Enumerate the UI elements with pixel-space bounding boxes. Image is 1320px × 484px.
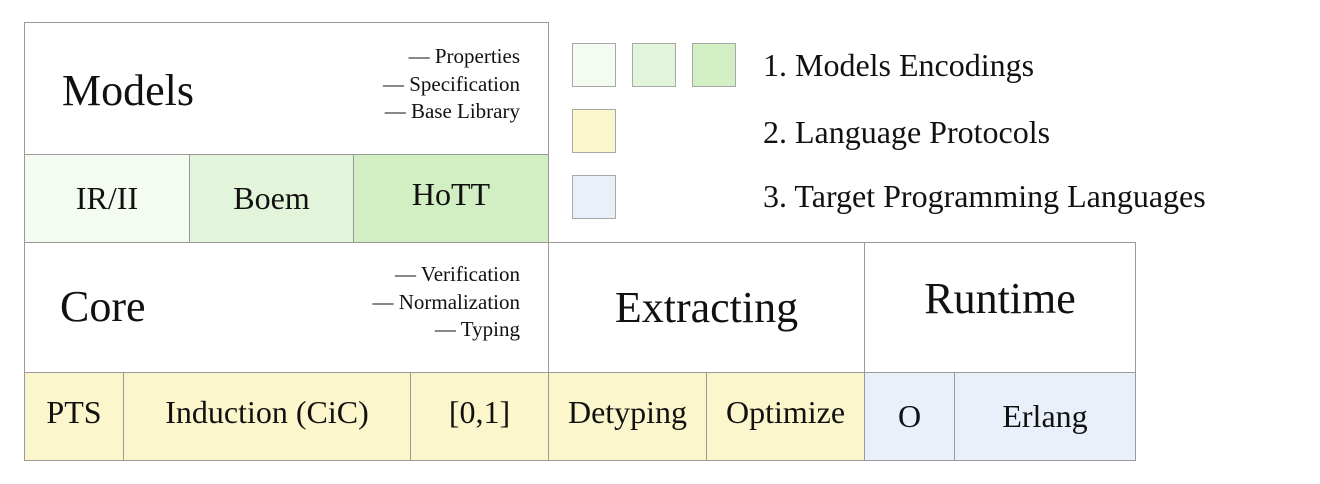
models-note-properties: — Properties [408, 44, 520, 68]
legend-label-language-protocols: 2. Language Protocols [763, 114, 1051, 150]
legend-swatch-models-mid [632, 43, 676, 87]
models-cell-boem-label: Boem [233, 180, 310, 216]
models-header: Models — Properties — Specification — Ba… [24, 22, 549, 155]
legend-label-target-languages: 3. Target Programming Languages [763, 178, 1206, 214]
models-cell-irii-label: IR/II [75, 180, 139, 216]
extracting-cell-optimize: Optimize [706, 372, 865, 461]
core-notes: — Verification — Normalization — Typing [372, 261, 520, 344]
extracting-cell-detyping: Detyping [548, 372, 707, 461]
extracting-title: Extracting [614, 283, 799, 332]
core-cell-pts: PTS [24, 372, 124, 461]
models-note-base-library: — Base Library [384, 99, 520, 123]
runtime-header: Runtime [864, 242, 1136, 373]
legend-swatch-models-dark [692, 43, 736, 87]
legend-swatch-models-light [572, 43, 616, 87]
runtime-cell-o-label: O [897, 398, 922, 434]
core-note-typing: — Typing [434, 317, 520, 341]
models-title: Models [62, 66, 194, 115]
models-note-specification: — Specification [382, 71, 520, 96]
models-cell-hott-label: HoTT [411, 176, 491, 212]
core-cell-induction-label: Induction (CiC) [165, 394, 369, 430]
runtime-title: Runtime [924, 274, 1076, 323]
core-note-normalization: — Normalization [372, 289, 520, 314]
runtime-cell-erlang-label: Erlang [1002, 398, 1088, 434]
models-notes: — Properties — Specification — Base Libr… [383, 43, 520, 126]
core-header: Core — Verification — Normalization — Ty… [24, 242, 549, 373]
core-title: Core [60, 282, 146, 331]
legend-label-models-encodings: 1. Models Encodings [763, 47, 1035, 83]
legend-swatch-target-languages [572, 175, 616, 219]
extracting-header: Extracting [548, 242, 865, 373]
models-cell-boem: Boem [189, 154, 354, 243]
models-cell-hott: HoTT [353, 154, 549, 243]
models-cell-irii: IR/II [24, 154, 190, 243]
core-cell-pts-label: PTS [46, 394, 102, 430]
legend-swatch-language-protocols [572, 109, 616, 153]
extracting-cell-optimize-label: Optimize [725, 394, 846, 430]
extracting-cell-detyping-label: Detyping [567, 394, 688, 430]
core-cell-unit-interval: [0,1] [410, 372, 549, 461]
core-note-verification: — Verification [395, 262, 520, 286]
runtime-cell-erlang: Erlang [954, 372, 1136, 461]
core-cell-unit-interval-label: [0,1] [448, 394, 511, 430]
runtime-cell-o: O [864, 372, 955, 461]
core-cell-induction: Induction (CiC) [123, 372, 411, 461]
